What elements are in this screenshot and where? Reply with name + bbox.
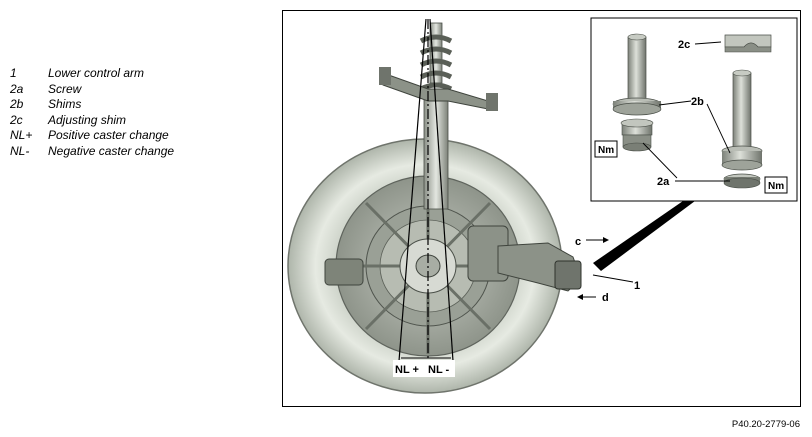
legend-text: Adjusting shim bbox=[48, 112, 127, 127]
detail-leaders bbox=[642, 41, 731, 182]
upper-arm-bolt-left bbox=[379, 67, 391, 85]
legend: 1 Lower control arm 2a Screw 2b Shims 2c… bbox=[10, 66, 174, 160]
detail-pointer bbox=[593, 201, 695, 271]
legend-key: NL+ bbox=[10, 128, 33, 143]
nl-plus-label: NL + bbox=[395, 364, 419, 376]
caster-lines bbox=[398, 18, 454, 362]
legend-item: 2b Shims bbox=[10, 97, 174, 113]
legend-item: 2a Screw bbox=[10, 82, 174, 98]
arrow-d bbox=[577, 294, 596, 300]
legend-key: 1 bbox=[10, 66, 17, 80]
legend-item: NL+ Positive caster change bbox=[10, 128, 174, 144]
nm-label-right: Nm bbox=[768, 181, 784, 192]
legend-text: Lower control arm bbox=[48, 66, 145, 80]
detail-inset: Nm Nm 2c 2b 2a bbox=[590, 17, 798, 202]
label-2b: 2b bbox=[691, 96, 704, 108]
upper-arm-bolt-right bbox=[486, 93, 498, 111]
lower-control-arm bbox=[497, 242, 582, 292]
legend-text: Screw bbox=[48, 81, 82, 96]
legend-key: 2b bbox=[10, 97, 24, 112]
nm-box-right bbox=[764, 176, 788, 194]
arrow-c bbox=[586, 237, 609, 243]
nm-box-left bbox=[594, 140, 618, 158]
lower-arm-bushing bbox=[554, 260, 582, 290]
leader-1 bbox=[592, 274, 634, 283]
legend-item: 1 Lower control arm bbox=[10, 66, 174, 82]
nm-label-left: Nm bbox=[598, 145, 614, 156]
adjusting-shim bbox=[724, 34, 772, 53]
legend-key: 2c bbox=[10, 112, 23, 127]
right-bolt-assembly bbox=[721, 69, 763, 189]
d-label: d bbox=[602, 292, 609, 304]
label-2a: 2a bbox=[657, 176, 670, 188]
left-bracket bbox=[324, 258, 364, 286]
label-1: 1 bbox=[634, 280, 640, 292]
legend-text: Positive caster change bbox=[48, 128, 169, 143]
suspension-diagram: NL + NL - c d 1 bbox=[287, 17, 798, 394]
legend-key: 2a bbox=[10, 81, 24, 96]
figure-frame: NL + NL - c d 1 bbox=[282, 10, 801, 407]
left-bolt-assembly bbox=[612, 33, 662, 152]
figure-caption: P40.20-2779-06 bbox=[731, 419, 800, 430]
nl-label-box bbox=[393, 360, 455, 377]
legend-text: Shims bbox=[48, 97, 82, 112]
legend-item: 2c Adjusting shim bbox=[10, 113, 174, 129]
legend-key: NL- bbox=[10, 143, 30, 158]
legend-text: Negative caster change bbox=[48, 143, 175, 158]
c-label: c bbox=[575, 236, 581, 248]
label-2c: 2c bbox=[678, 39, 690, 51]
legend-item: NL- Negative caster change bbox=[10, 144, 174, 160]
nl-minus-label: NL - bbox=[428, 364, 450, 376]
